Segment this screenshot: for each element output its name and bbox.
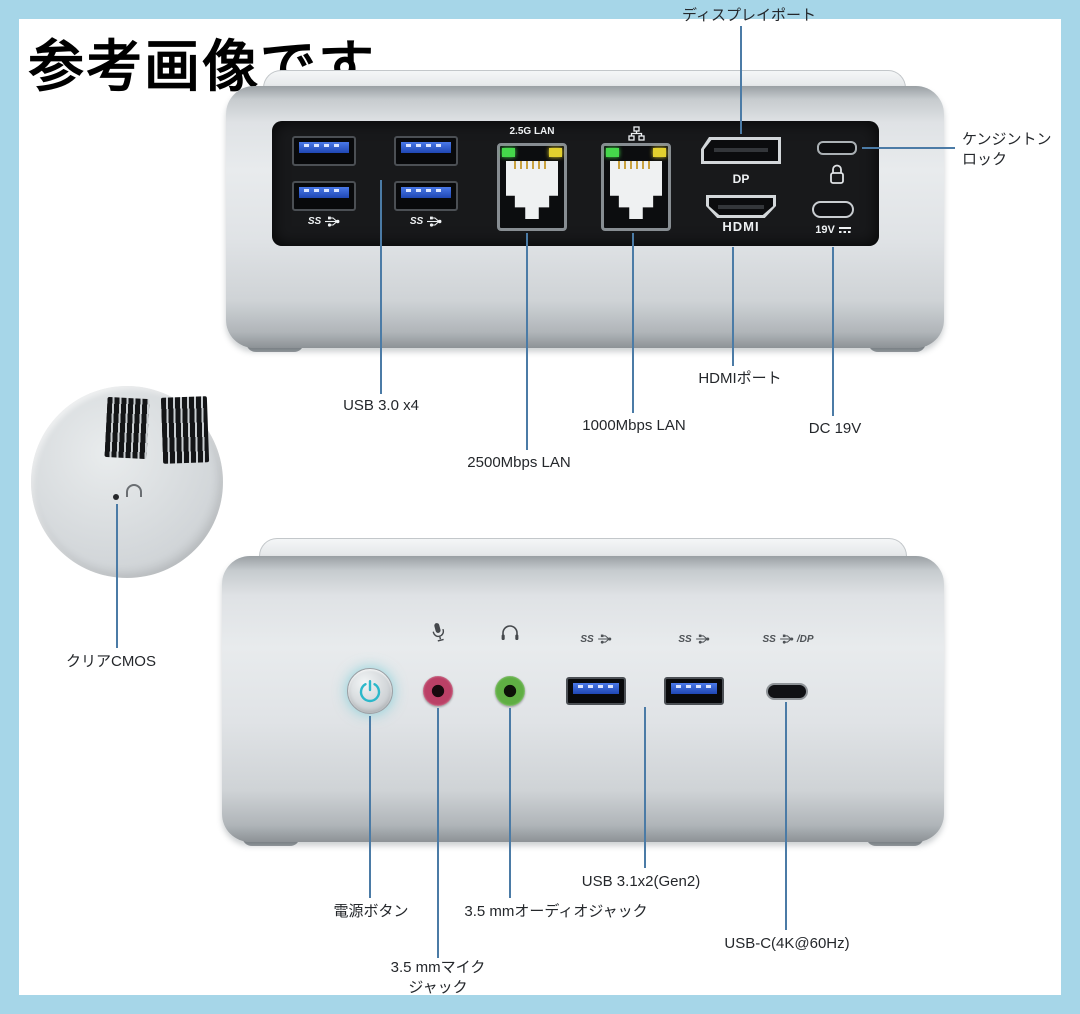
callout-kensington: ケンジントン ロック bbox=[962, 130, 1062, 169]
lan-led-yellow bbox=[653, 148, 666, 157]
displayport-connector bbox=[701, 137, 781, 164]
usb3-port bbox=[292, 136, 356, 166]
callout-audio: 3.5 mmオーディオジャック bbox=[464, 903, 648, 920]
dc-voltage-text: 19V bbox=[815, 224, 835, 236]
cmos-pinhole-button bbox=[113, 494, 119, 500]
usb3-port bbox=[292, 181, 356, 211]
dp-suffix-text: /DP bbox=[796, 633, 814, 645]
rj45-jack bbox=[610, 161, 662, 219]
usb-ss-marking: SS bbox=[386, 213, 466, 229]
dc-symbol-icon bbox=[838, 227, 851, 233]
headphone-icon bbox=[500, 622, 520, 642]
callout-power: 電源ボタン bbox=[333, 903, 409, 920]
callout-lan2500: 2500Mbps LAN bbox=[467, 454, 571, 471]
callout-cmos: クリアCMOS bbox=[65, 653, 156, 670]
callout-kensington-line2: ロック bbox=[962, 150, 1008, 168]
callout-mic-line2: ジャック bbox=[408, 978, 468, 996]
callout-lan1000: 1000Mbps LAN bbox=[582, 417, 686, 434]
usbc-port bbox=[766, 683, 808, 700]
callout-line-lan2500 bbox=[526, 233, 528, 450]
callout-line-lan1000 bbox=[632, 233, 634, 413]
usb-ss-marking: SS bbox=[284, 213, 364, 229]
usb-trident-icon bbox=[695, 634, 709, 644]
power-icon bbox=[359, 680, 381, 703]
ss-text: SS bbox=[307, 215, 322, 227]
callout-line-hdmi bbox=[732, 247, 734, 366]
usb-ss-marking: SS bbox=[566, 632, 626, 646]
callout-usb3: USB 3.0 x4 bbox=[343, 397, 419, 414]
power-button bbox=[347, 668, 393, 714]
callout-displayport: ディスプレイポート bbox=[682, 7, 816, 24]
vent-grille bbox=[160, 396, 210, 464]
vent-grille bbox=[104, 396, 150, 460]
lan-led-green bbox=[606, 148, 619, 157]
callout-mic: 3.5 mmマイク ジャック bbox=[363, 958, 513, 997]
kensington-slot bbox=[817, 141, 857, 155]
usb31-port bbox=[664, 677, 724, 705]
usb-ss-marking: SS bbox=[664, 632, 724, 646]
ss-text: SS bbox=[678, 633, 692, 645]
ss-text: SS bbox=[762, 633, 776, 645]
callout-dc19v: DC 19V bbox=[808, 420, 862, 437]
callout-line-power bbox=[369, 716, 371, 898]
usb-trident-icon bbox=[597, 634, 611, 644]
callout-usb31: USB 3.1x2(Gen2) bbox=[581, 873, 701, 890]
callout-kensington-line1: ケンジントン bbox=[962, 131, 1052, 148]
callout-line-kensington bbox=[862, 147, 955, 149]
hdmi-connector bbox=[706, 195, 776, 218]
callout-mic-line1: 3.5 mmマイク bbox=[390, 959, 486, 976]
lan-port-2-5g bbox=[497, 143, 567, 231]
usbc-dp-marking: SS /DP bbox=[746, 632, 830, 646]
usb31-port bbox=[566, 677, 626, 705]
callout-hdmi: HDMIポート bbox=[698, 370, 782, 387]
callout-line-dc19v bbox=[832, 247, 834, 416]
usb-trident-icon bbox=[325, 216, 340, 227]
mic-jack bbox=[423, 676, 453, 706]
usb-trident-icon bbox=[427, 216, 442, 227]
audio-jack bbox=[495, 676, 525, 706]
dc-usbc-port bbox=[812, 201, 854, 218]
lan-led-green bbox=[502, 148, 515, 157]
callout-line-usb31 bbox=[644, 707, 646, 868]
lan-led-yellow bbox=[549, 148, 562, 157]
callout-line-usbc bbox=[785, 702, 787, 930]
rj45-jack bbox=[506, 161, 558, 219]
lan-2-5g-marking: 2.5G LAN bbox=[509, 126, 555, 137]
lan-port-1g bbox=[601, 143, 671, 231]
usb3-port bbox=[394, 181, 458, 211]
dc-19v-marking: 19V bbox=[798, 222, 868, 238]
callout-line-mic bbox=[437, 708, 439, 958]
rear-io-panel: SS SS 2.5G LAN bbox=[272, 121, 879, 246]
ss-text: SS bbox=[409, 215, 424, 227]
callout-usbc: USB-C(4K@60Hz) bbox=[724, 935, 850, 952]
hdmi-marking: HDMI bbox=[722, 219, 760, 234]
mic-icon bbox=[425, 618, 451, 646]
callout-line-usb3 bbox=[380, 180, 382, 394]
cmos-zoom-circle bbox=[31, 386, 223, 578]
callout-line-displayport bbox=[740, 26, 742, 134]
callout-line-cmos bbox=[116, 504, 118, 648]
ss-text: SS bbox=[580, 633, 594, 645]
lock-icon bbox=[827, 161, 847, 189]
hook-icon bbox=[126, 484, 142, 497]
callout-line-audio bbox=[509, 708, 511, 898]
dp-marking: DP bbox=[732, 172, 750, 186]
usb-trident-icon bbox=[779, 634, 794, 644]
usb3-port bbox=[394, 136, 458, 166]
ethernet-icon bbox=[624, 125, 648, 141]
